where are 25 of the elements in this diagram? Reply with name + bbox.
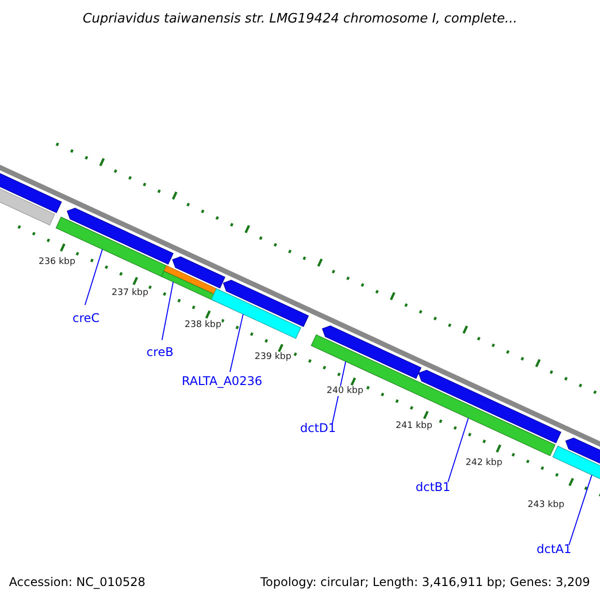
summary-text: Topology: circular; Length: 3,416,911 bp; Genes: 3,209 — [260, 575, 590, 589]
gene-label: dctD1 — [300, 421, 336, 435]
gene-label: dctB1 — [416, 480, 450, 494]
scale-label: 239 kbp — [254, 352, 292, 362]
gene-feature — [222, 280, 309, 328]
gene-label: dctA1 — [536, 542, 572, 556]
gene-label: creB — [146, 345, 174, 359]
leader-line — [568, 474, 592, 546]
scale-label: 242 kbp — [466, 458, 502, 468]
scale-label: 243 kbp — [528, 500, 564, 510]
leader-line — [230, 314, 244, 372]
gene-feature — [172, 256, 226, 288]
title: Cupriavidus taiwanensis str. LMG19424 chromosome I, complete... — [82, 12, 518, 26]
scale-label: 240 kbp — [326, 386, 364, 396]
scale-label: 236 kbp — [38, 257, 76, 267]
scale-label: 238 kbp — [184, 320, 222, 330]
accession-text: Accession: NC_010528 — [9, 575, 146, 589]
leader-line — [84, 248, 103, 306]
leader-line — [448, 418, 469, 482]
gene-label: RALTA_A0236 — [182, 374, 262, 388]
gene-feature — [322, 325, 422, 379]
scale-label: 241 kbp — [396, 421, 432, 431]
scale-label: 237 kbp — [112, 288, 148, 298]
leader-line — [162, 282, 174, 340]
gene-label: creC — [72, 311, 100, 325]
